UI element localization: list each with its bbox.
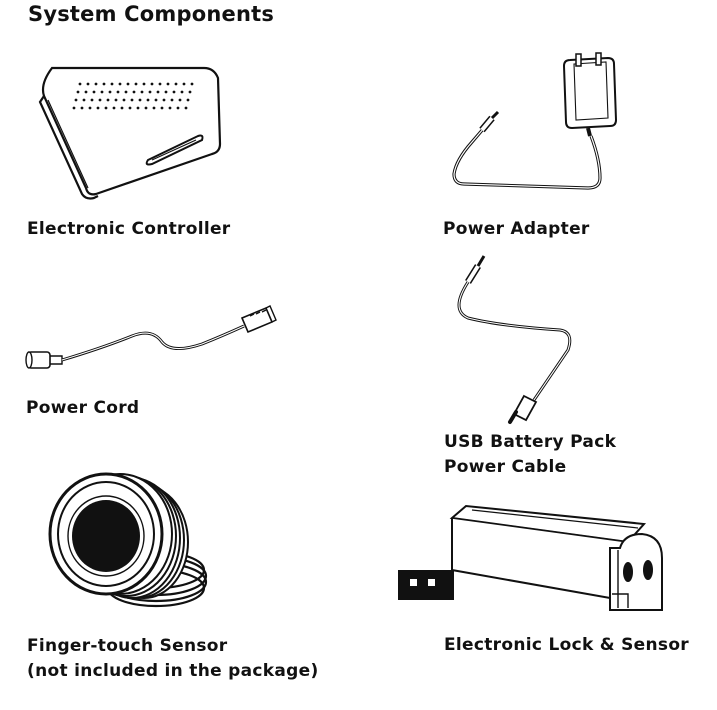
power-cord-illustration xyxy=(25,305,277,369)
finger-touch-sensor-illustration xyxy=(48,472,208,608)
label-usb-battery-pack-power-cable: USB Battery Pack Power Cable xyxy=(444,432,617,477)
label-finger-touch-sensor: Finger-touch Sensor (not included in the… xyxy=(27,636,319,681)
power-adapter-illustration xyxy=(452,52,618,190)
label-power-adapter: Power Adapter xyxy=(443,219,590,239)
electronic-lock-illustration xyxy=(398,504,663,611)
page-title: System Components xyxy=(28,2,275,26)
label-electronic-controller: Electronic Controller xyxy=(27,219,231,239)
usb-power-cable-illustration xyxy=(457,255,572,424)
electronic-controller-illustration xyxy=(38,66,222,200)
label-power-cord: Power Cord xyxy=(26,398,140,418)
label-electronic-lock-and-sensor: Electronic Lock & Sensor xyxy=(444,635,689,655)
